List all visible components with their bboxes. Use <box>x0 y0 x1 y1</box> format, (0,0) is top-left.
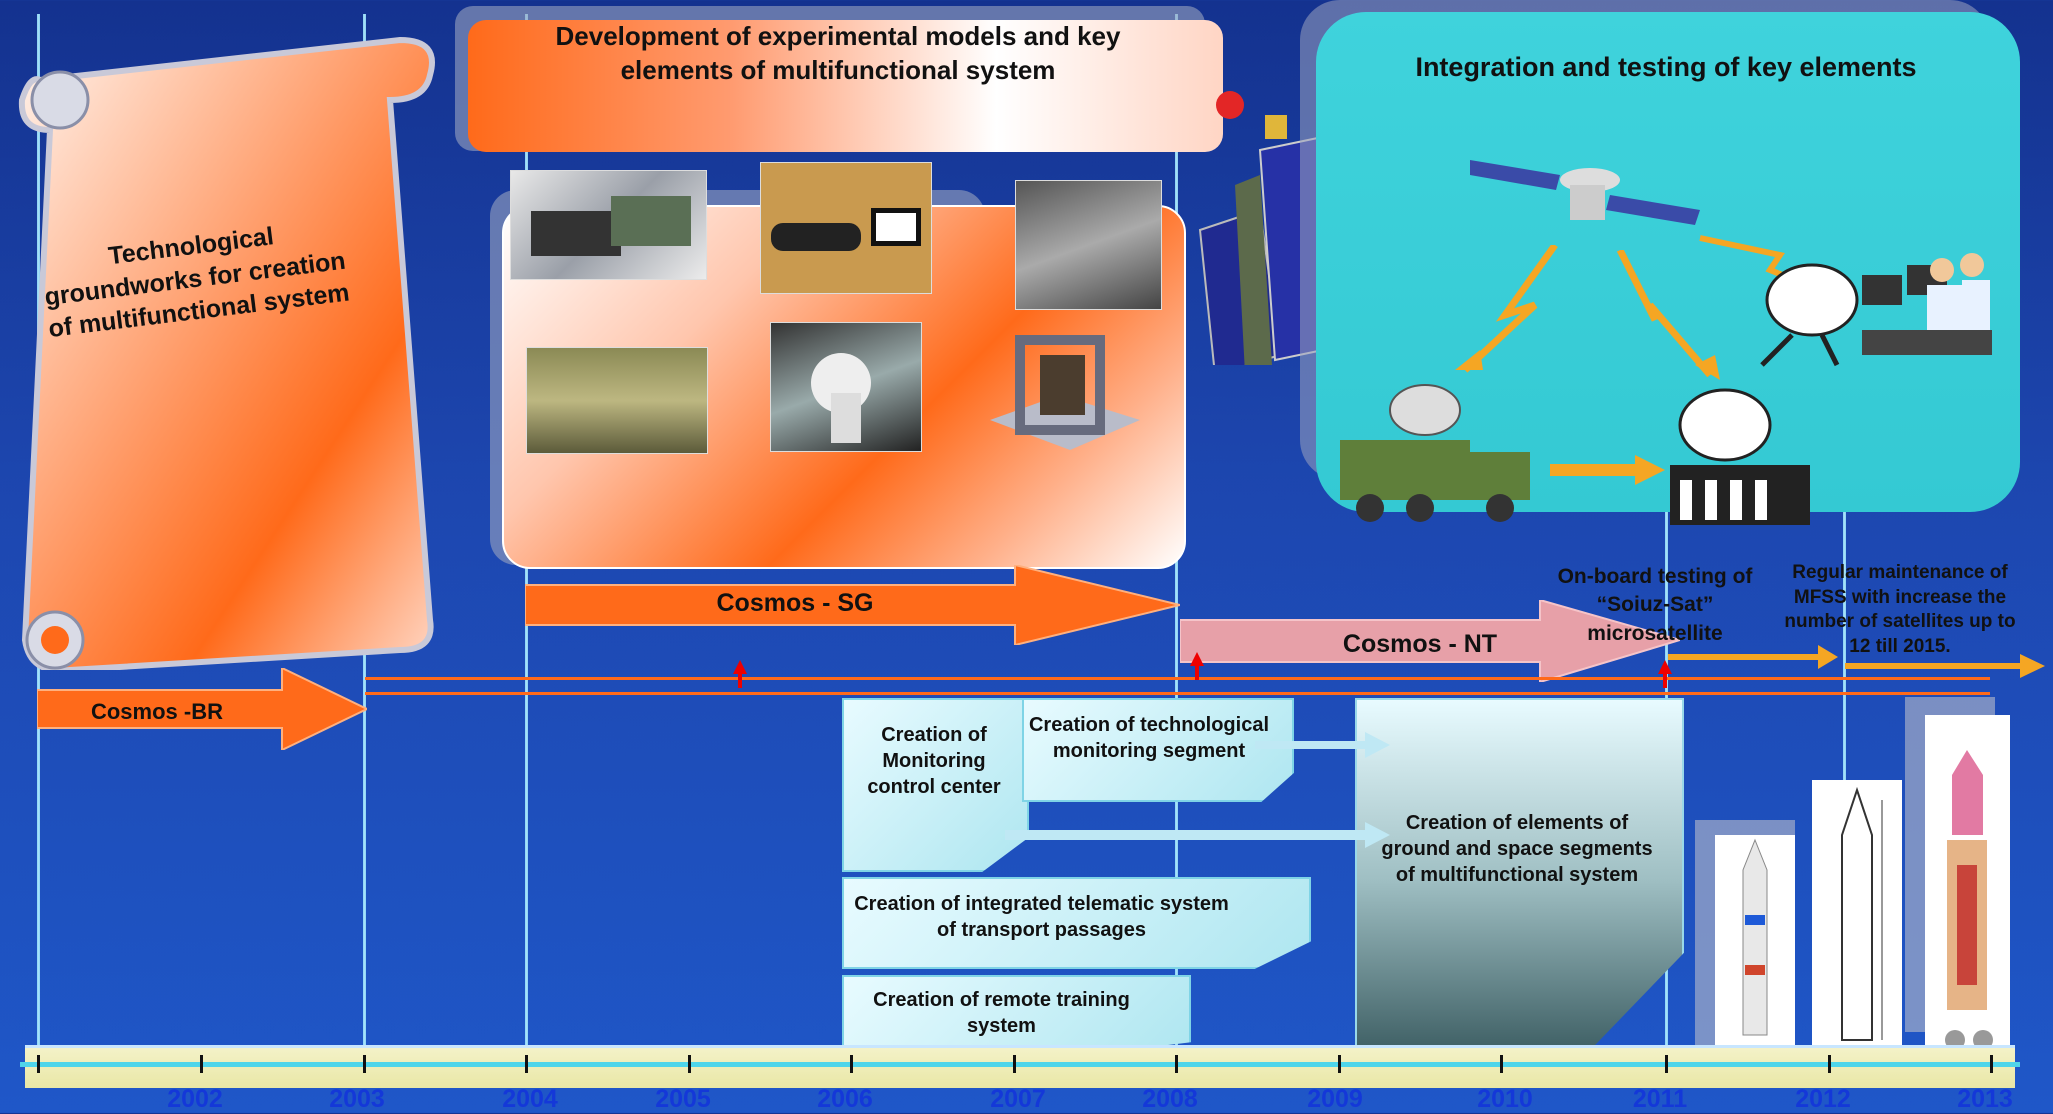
year-label: 2010 <box>1477 1085 1533 1113</box>
tech-connector-arrow <box>1255 732 1390 758</box>
tick-2012 <box>1828 1055 1831 1073</box>
program-line <box>365 677 1990 695</box>
marker-2005 <box>733 660 747 688</box>
tick-2001 <box>37 1055 40 1073</box>
tick-2007 <box>1013 1055 1016 1073</box>
year-label: 2007 <box>990 1085 1046 1113</box>
tick-2009 <box>1338 1055 1341 1073</box>
tick-2005 <box>688 1055 691 1073</box>
tick-2002 <box>200 1055 203 1073</box>
year-label: 2012 <box>1795 1085 1851 1113</box>
lightning-icon <box>1445 242 1565 375</box>
antenna-test-photo <box>1015 180 1162 310</box>
lightning-icon-2 <box>1615 248 1735 380</box>
comm-satellite-icon <box>1470 140 1700 240</box>
year-label: 2013 <box>1957 1085 2013 1113</box>
monitoring-control-label: Creation of Monitoring control center <box>867 724 1001 798</box>
hardware-photo <box>510 170 707 280</box>
integration-title: Integration and testing of key elements <box>1415 52 1917 82</box>
lab-photo <box>760 162 932 294</box>
cosmos-sg-label: Cosmos - SG <box>716 589 874 617</box>
truck-arrow <box>1550 455 1665 485</box>
maintenance-arrow-1 <box>1668 645 1838 669</box>
regular-maintenance-note: Regular maintenance of MFSS with increas… <box>1784 562 2016 658</box>
tech-monitoring-box: Creation of technological monitoring seg… <box>1022 698 1294 802</box>
tick-2008 <box>1175 1055 1178 1073</box>
axis-line <box>20 1062 2020 1067</box>
marker-2008 <box>1190 652 1204 680</box>
model-photo <box>526 347 708 454</box>
year-label: 2004 <box>502 1085 558 1113</box>
development-title: Development of experimental models and k… <box>555 21 1121 85</box>
monitoring-connector-arrow <box>1005 822 1390 848</box>
rocket-drawing-icon <box>1812 780 1902 1055</box>
year-label: 2008 <box>1142 1085 1198 1113</box>
gimbal-photo <box>980 310 1150 460</box>
rocket-soyuz-icon <box>1715 835 1795 1055</box>
year-label: 2009 <box>1307 1085 1363 1113</box>
maintenance-arrow-2 <box>1845 654 2045 678</box>
marker-2011 <box>1658 660 1672 688</box>
year-label: 2005 <box>655 1085 711 1113</box>
tick-2013 <box>1990 1055 1993 1073</box>
tick-2010 <box>1500 1055 1503 1073</box>
ground-space-label: Creation of elements of ground and space… <box>1381 812 1653 886</box>
tick-2004 <box>525 1055 528 1073</box>
year-label: 2011 <box>1632 1085 1688 1113</box>
groundworks-scroll: Technological groundworks for creation o… <box>10 20 450 670</box>
tech-monitoring-label: Creation of technological monitoring seg… <box>1028 714 1270 762</box>
cosmos-br-arrow: Cosmos -BR <box>37 668 367 750</box>
rocket-angara-icon <box>1925 715 2010 1060</box>
tick-2011 <box>1665 1055 1668 1073</box>
soiuz-sat-note: On-board testing of “Soiuz-Sat” microsat… <box>1557 565 1753 645</box>
year-label: 2003 <box>329 1085 385 1113</box>
operators-icon <box>1752 240 1992 370</box>
telematic-box: Creation of integrated telematic system … <box>842 877 1311 969</box>
year-label: 2006 <box>817 1085 873 1113</box>
telematic-label: Creation of integrated telematic system … <box>854 893 1229 941</box>
cosmos-nt-label: Cosmos - NT <box>1342 630 1498 658</box>
ground-space-box: Creation of elements of ground and space… <box>1355 698 1684 1062</box>
remote-training-label: Creation of remote training system <box>873 989 1130 1037</box>
optical-equipment-photo <box>770 322 922 452</box>
cosmos-sg-arrow: Cosmos - SG <box>525 565 1180 645</box>
cosmos-br-label: Cosmos -BR <box>90 699 223 724</box>
development-header-box: Development of experimental models and k… <box>468 20 1223 152</box>
monitoring-control-box: Creation of Monitoring control center <box>842 698 1029 872</box>
ground-station-icon <box>1665 385 1815 530</box>
tick-2006 <box>850 1055 853 1073</box>
antenna-truck-icon <box>1340 380 1550 530</box>
cosmos-nt-arrow: Cosmos - NT <box>1180 600 1680 682</box>
year-label: 2002 <box>167 1085 223 1113</box>
tick-2003 <box>363 1055 366 1073</box>
